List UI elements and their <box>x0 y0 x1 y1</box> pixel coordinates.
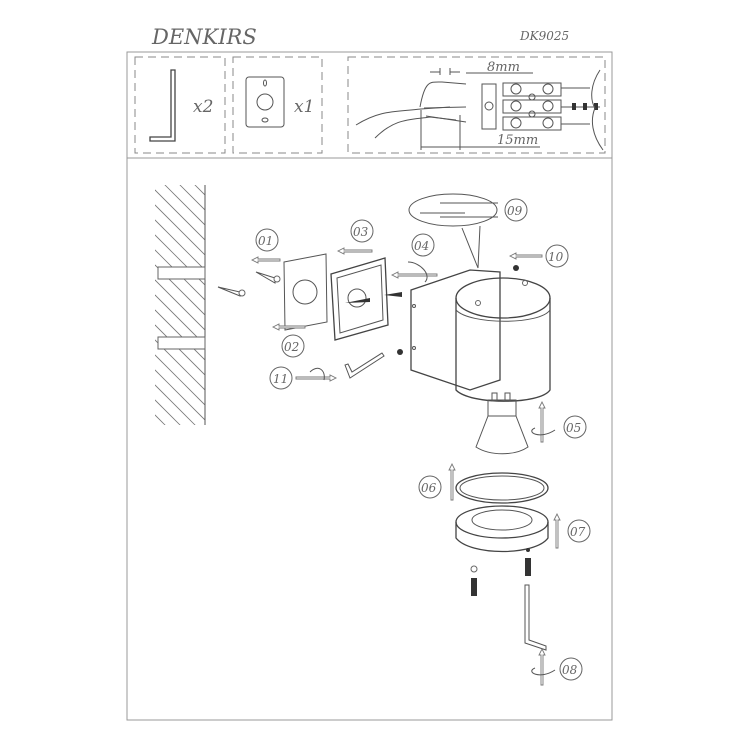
svg-text:04: 04 <box>414 239 429 253</box>
step-08: 08 <box>559 657 583 681</box>
step-07: 07 <box>567 519 591 543</box>
svg-text:05: 05 <box>566 421 581 435</box>
step-02: 02 <box>281 334 305 358</box>
hex-key <box>344 352 385 379</box>
step-03: 03 <box>350 219 374 243</box>
svg-text:07: 07 <box>570 525 586 539</box>
glass-ring <box>455 472 549 504</box>
brand-name: DENKIRS <box>151 25 257 49</box>
step-labels: 01 02 03 04 05 06 07 08 09 10 11 <box>255 198 591 681</box>
model-number: DK9025 <box>519 29 569 43</box>
svg-text:02: 02 <box>284 340 299 354</box>
terminal-block-icon <box>502 82 562 131</box>
hex-key-icon <box>149 69 176 142</box>
step-04: 04 <box>411 233 435 257</box>
parts-box-mounting-plate: x1 <box>232 56 323 154</box>
direction-arrows <box>250 247 561 686</box>
bracket <box>330 257 402 341</box>
wall-hatch <box>155 185 206 425</box>
grub-screws <box>470 558 531 596</box>
cable-icon: 8mm 15mm <box>355 60 604 151</box>
step-09: 09 <box>504 198 528 222</box>
step-11: 11 <box>269 366 293 390</box>
sheath-length-label: 15mm <box>497 133 538 148</box>
svg-text:03: 03 <box>353 225 369 239</box>
hex-key-qty: x2 <box>193 97 213 117</box>
svg-text:01: 01 <box>258 234 273 248</box>
wall-anchor-icon <box>217 271 281 297</box>
bezel-ring <box>455 505 549 553</box>
lamp-body <box>397 265 551 402</box>
step-01: 01 <box>255 228 279 252</box>
svg-text:11: 11 <box>273 372 288 386</box>
mounting-plate-icon <box>245 76 285 128</box>
step-06: 06 <box>418 475 442 499</box>
svg-text:10: 10 <box>548 250 564 264</box>
svg-text:08: 08 <box>562 663 578 677</box>
parts-box-hex-key: x2 <box>134 56 226 154</box>
gu10-bulb <box>475 392 529 455</box>
strip-length-label: 8mm <box>487 60 520 75</box>
mounting-plate-qty: x1 <box>294 97 314 117</box>
step-10: 10 <box>545 244 569 268</box>
svg-text:06: 06 <box>421 481 437 495</box>
page-frame <box>126 51 613 721</box>
wiring-callout <box>408 193 498 269</box>
mounting-plate <box>283 253 328 331</box>
svg-text:09: 09 <box>507 204 523 218</box>
step-05: 05 <box>563 415 587 439</box>
parts-box-wiring: 8mm 15mm <box>347 56 606 154</box>
hex-key-bottom <box>524 584 547 651</box>
